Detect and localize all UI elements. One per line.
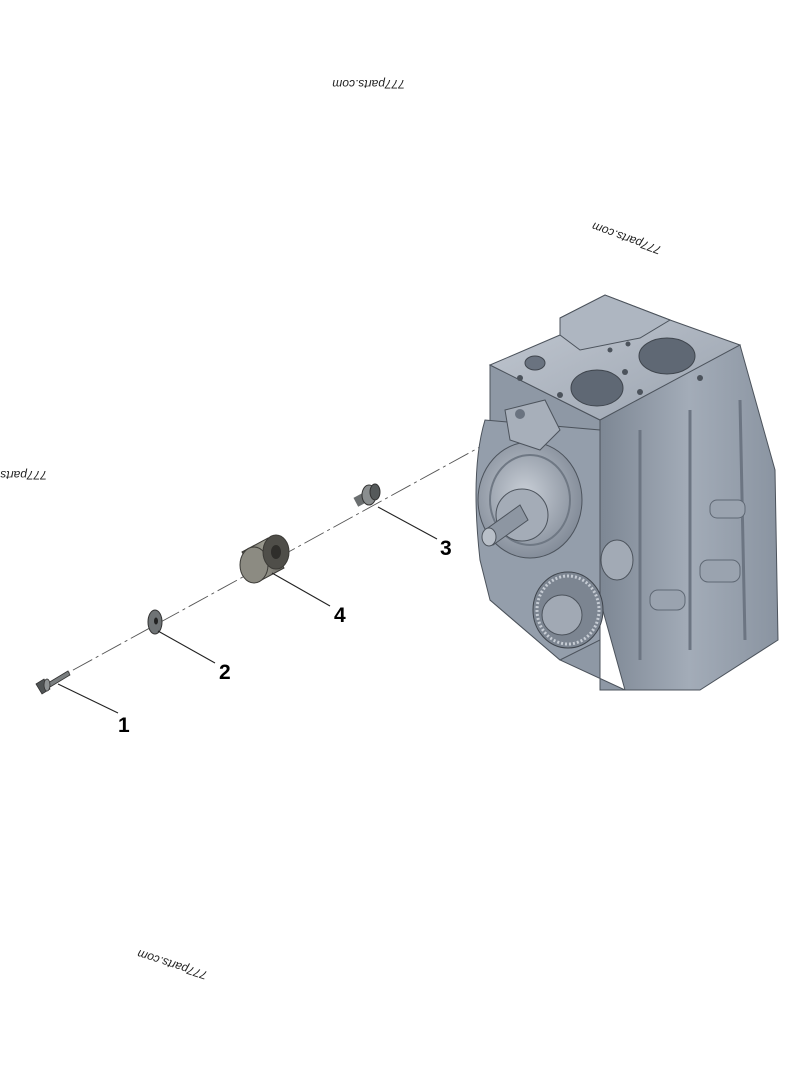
stud-icon [353, 483, 381, 507]
bolt-icon [35, 670, 71, 695]
callout-2: 2 [219, 661, 231, 684]
leader-line-4 [271, 572, 331, 607]
engine-block-icon [475, 294, 779, 691]
leader-line-2 [157, 630, 216, 664]
leader-line-1 [57, 683, 119, 714]
watermark-right: 777parts.com [590, 219, 663, 257]
washer-icon [147, 609, 163, 635]
watermark-left: 777parts [0, 468, 47, 482]
assembly-axis-line [43, 435, 501, 687]
leader-line-3 [377, 506, 438, 540]
callout-3: 3 [440, 537, 452, 560]
callout-1: 1 [118, 714, 130, 737]
spacer-icon [239, 534, 290, 584]
callout-4: 4 [334, 604, 346, 627]
watermark-bottom: 777parts.com [135, 947, 208, 983]
watermark-top: 777parts.com [332, 77, 405, 91]
